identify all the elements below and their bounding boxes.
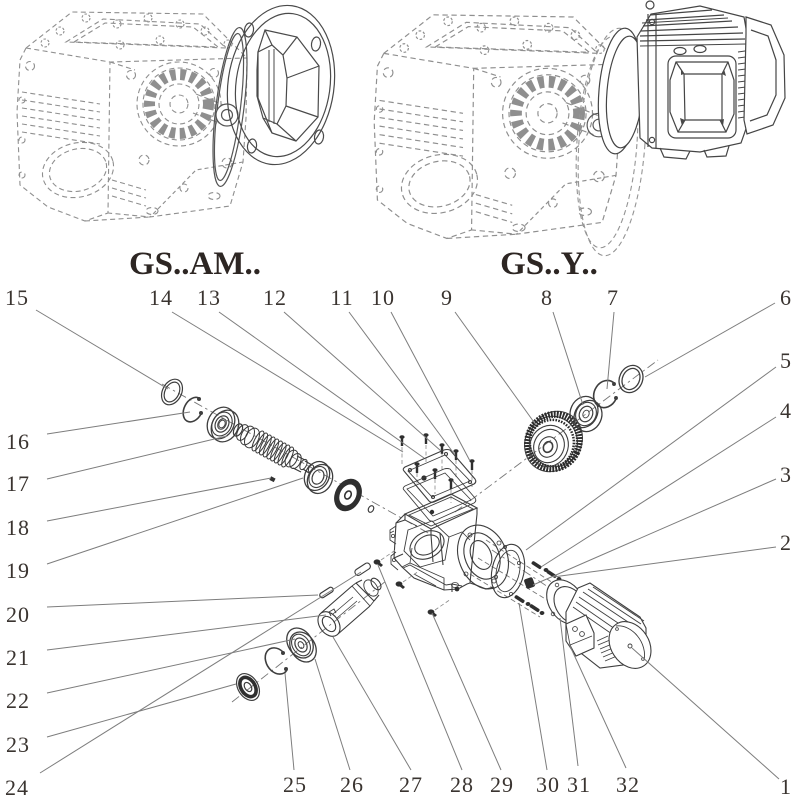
svg-text:17: 17 [6,471,30,496]
svg-text:7: 7 [607,285,619,310]
svg-text:29: 29 [490,772,514,797]
svg-text:23: 23 [6,732,30,757]
svg-text:16: 16 [6,429,30,454]
svg-text:10: 10 [371,285,395,310]
svg-text:24: 24 [5,775,29,800]
svg-text:32: 32 [616,772,640,797]
svg-text:30: 30 [536,772,560,797]
svg-text:GS..AM..: GS..AM.. [129,246,261,282]
svg-text:9: 9 [441,285,453,310]
svg-text:GS..Y..: GS..Y.. [500,246,598,282]
svg-text:26: 26 [340,772,364,797]
svg-text:3: 3 [780,462,792,487]
svg-text:20: 20 [6,602,30,627]
svg-text:18: 18 [6,515,30,540]
svg-text:6: 6 [780,285,792,310]
svg-text:1: 1 [780,774,792,799]
svg-text:14: 14 [149,285,173,310]
svg-text:21: 21 [6,645,30,670]
svg-text:11: 11 [330,285,353,310]
svg-text:2: 2 [780,530,792,555]
svg-text:28: 28 [450,772,474,797]
svg-text:22: 22 [6,688,30,713]
svg-text:12: 12 [263,285,287,310]
svg-text:4: 4 [780,398,792,423]
svg-text:27: 27 [399,772,423,797]
svg-text:15: 15 [5,285,29,310]
svg-text:19: 19 [6,558,30,583]
svg-text:31: 31 [567,772,591,797]
svg-text:5: 5 [780,348,792,373]
svg-text:8: 8 [541,285,553,310]
svg-text:13: 13 [197,285,221,310]
svg-text:25: 25 [283,772,307,797]
